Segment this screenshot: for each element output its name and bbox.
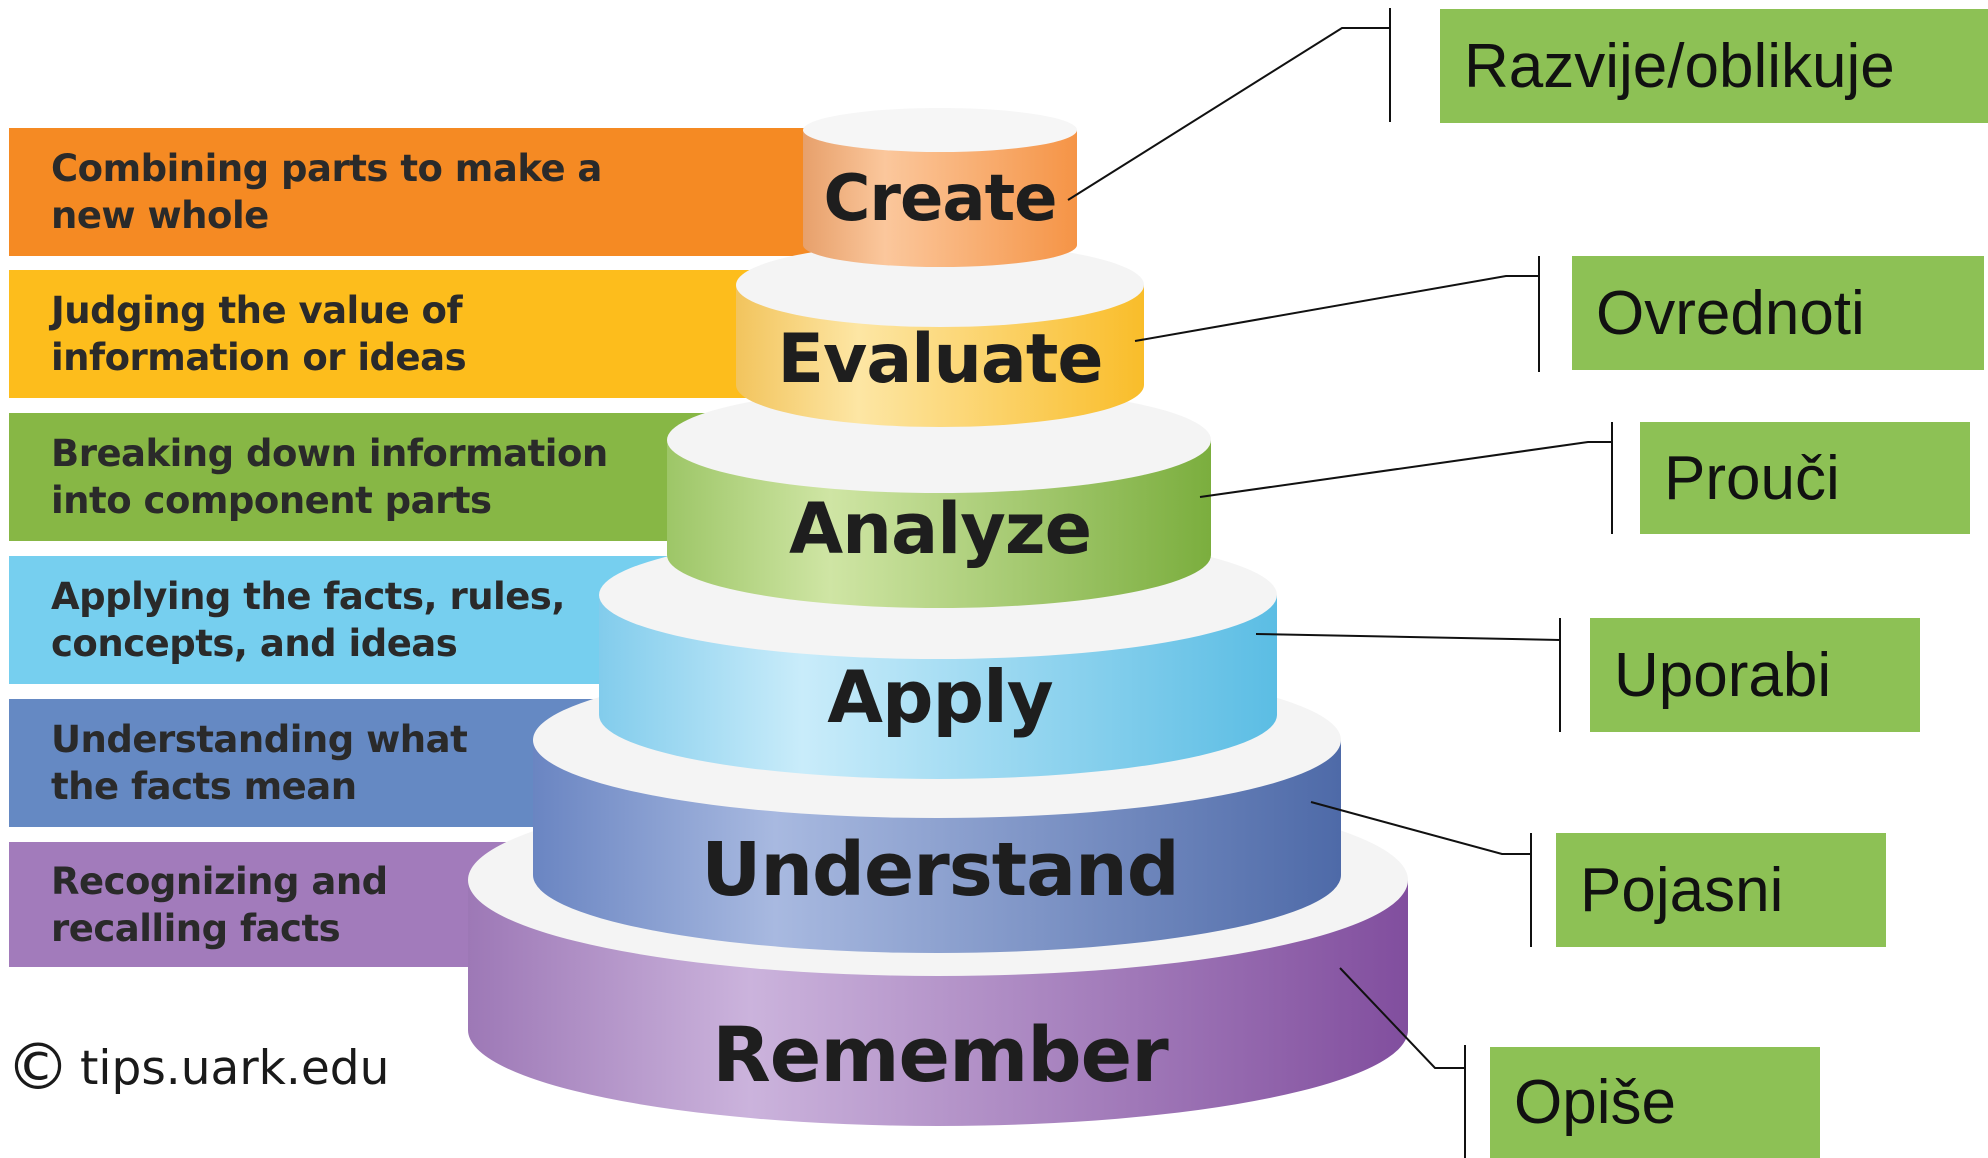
- tier-label-remember: Remember: [712, 1010, 1168, 1099]
- band-evaluate: Judging the value of information or idea…: [9, 270, 467, 398]
- translation-box-remember: Opiše: [1490, 1047, 1820, 1158]
- credit: © tips.uark.edu: [6, 1036, 389, 1100]
- translation-box-apply: Uporabi: [1590, 618, 1920, 732]
- tier-label-apply: Apply: [827, 655, 1053, 739]
- connector-create: [1067, 27, 1390, 201]
- copyright-icon: ©: [6, 1031, 70, 1105]
- translation-remember: Opiše: [1514, 1068, 1676, 1137]
- translation-box-evaluate: Ovrednoti: [1572, 256, 1984, 370]
- connector-understand: [1310, 801, 1531, 855]
- description-evaluate: Judging the value of information or idea…: [51, 289, 467, 379]
- tier-label-create: Create: [823, 162, 1057, 236]
- description-analyze: Breaking down information into component…: [51, 432, 608, 522]
- translation-create: Razvije/oblikuje: [1464, 31, 1895, 101]
- connector-apply: [1255, 633, 1561, 641]
- translation-apply: Uporabi: [1614, 640, 1832, 710]
- description-apply: Applying the facts, rules, concepts, and…: [51, 575, 565, 665]
- tier-label-analyze: Analyze: [788, 488, 1092, 570]
- band-apply: Applying the facts, rules, concepts, and…: [9, 556, 565, 684]
- band-remember: Recognizing and recalling facts: [9, 842, 388, 967]
- tier-label-evaluate: Evaluate: [777, 320, 1104, 399]
- translation-box-understand: Pojasni: [1556, 833, 1886, 947]
- tier-create: [803, 108, 1077, 267]
- band-analyze: Breaking down information into component…: [9, 413, 608, 541]
- connector-remember: [1339, 967, 1465, 1069]
- credit-text: tips.uark.edu: [80, 1040, 390, 1096]
- translation-box-create: Razvije/oblikuje: [1440, 9, 1988, 123]
- tier-label-understand: Understand: [701, 827, 1179, 913]
- translation-understand: Pojasni: [1580, 855, 1784, 925]
- band-understand: Understanding what the facts mean: [9, 699, 468, 827]
- band-create: Combining parts to make a new whole: [9, 128, 602, 256]
- connector-evaluate: [1134, 275, 1539, 342]
- translation-box-analyze: Prouči: [1640, 422, 1970, 534]
- connector-analyze: [1199, 441, 1612, 498]
- translation-analyze: Prouči: [1664, 443, 1840, 513]
- description-remember: Recognizing and recalling facts: [51, 859, 388, 950]
- translation-evaluate: Ovrednoti: [1596, 278, 1865, 348]
- description-understand: Understanding what the facts mean: [51, 718, 468, 808]
- description-create: Combining parts to make a new whole: [51, 147, 602, 237]
- tier-evaluate: [736, 243, 1144, 427]
